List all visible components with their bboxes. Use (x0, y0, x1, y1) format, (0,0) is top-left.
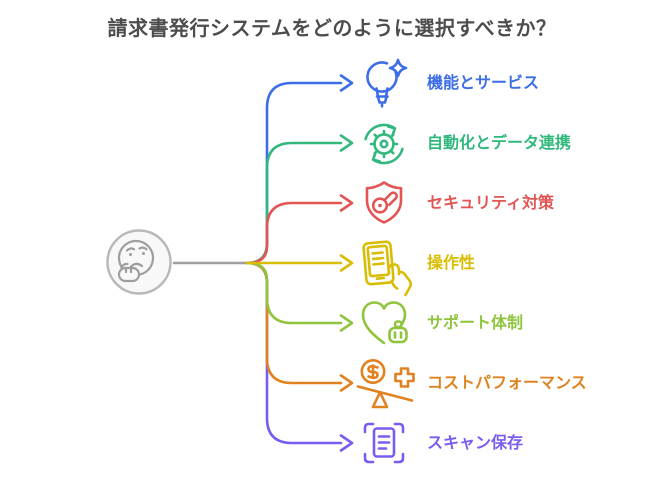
branch-label: コストパフォーマンス (427, 375, 587, 392)
arrow-icon (339, 314, 354, 332)
connector-branch-4 (245, 254, 354, 272)
tablet-touch-icon (356, 237, 412, 297)
branch-label: 操作性 (427, 255, 476, 272)
arrow-icon (339, 434, 354, 452)
shield-key-icon (356, 175, 412, 231)
lightbulb-sparkle-icon (356, 55, 412, 111)
thinking-face-icon (106, 229, 172, 295)
page-title: 請求書発行システムをどのように選択すべきか？ (107, 18, 557, 40)
heart-robot-icon (356, 297, 412, 353)
gear-sync-icon (356, 115, 412, 171)
branch-label: 自動化とデータ連携 (427, 135, 572, 152)
connector-branch-7 (245, 261, 354, 452)
arrow-icon (339, 194, 354, 212)
branch-label: スキャン保存 (427, 435, 524, 452)
cost-balance-icon (348, 356, 420, 414)
arrow-icon (339, 374, 354, 392)
connector-branch-5 (245, 261, 354, 332)
connector-branch-2 (245, 134, 354, 265)
arrow-icon (339, 254, 354, 272)
connector-branch-1 (245, 74, 354, 265)
document-scan-icon (356, 415, 412, 471)
branch-label: サポート体制 (427, 315, 524, 332)
arrow-icon (339, 74, 354, 92)
branch-label: 機能とサービス (427, 75, 540, 92)
arrow-icon (339, 134, 354, 152)
branch-label: セキュリティ対策 (427, 195, 555, 212)
connector-branch-6 (245, 261, 354, 392)
connector-branch-3 (245, 194, 354, 265)
